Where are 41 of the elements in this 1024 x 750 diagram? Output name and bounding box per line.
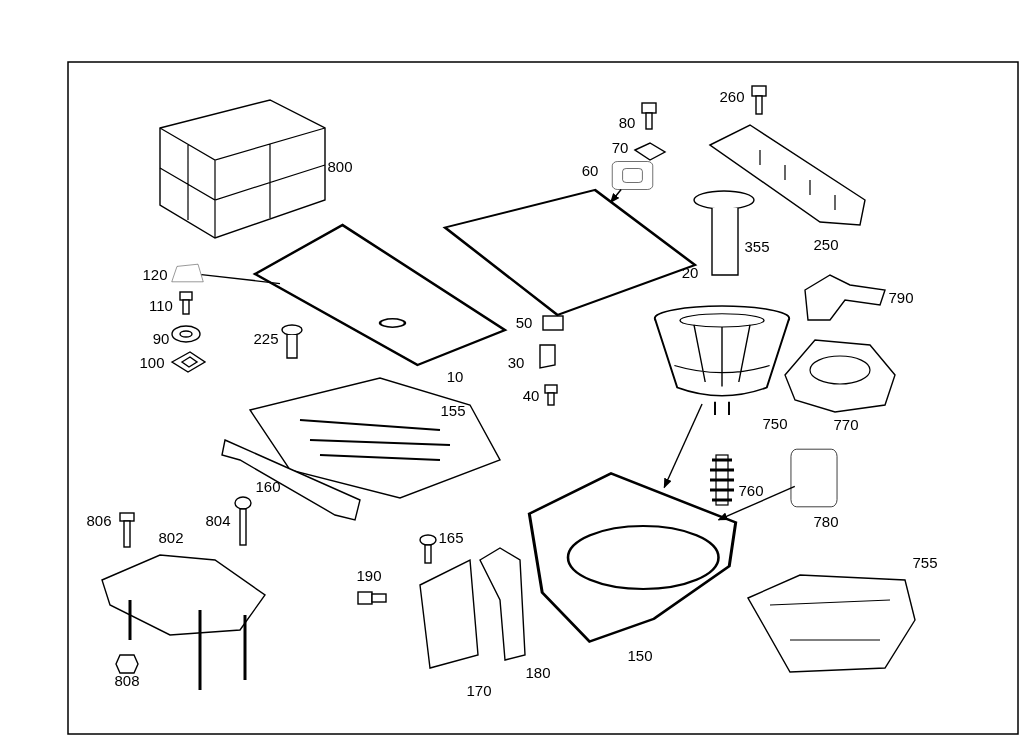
callout-number: 110 bbox=[149, 296, 173, 314]
callout-number: 260 bbox=[719, 87, 745, 105]
callout-number: 780 bbox=[813, 512, 839, 530]
callout-number: 80 bbox=[618, 113, 636, 131]
callout-number: 160 bbox=[255, 477, 281, 495]
connector-line bbox=[200, 273, 281, 285]
callout-number: 790 bbox=[888, 288, 914, 306]
cover-clip-drawing bbox=[170, 262, 205, 284]
wheel-well-insert-drawing bbox=[652, 305, 792, 415]
callout-number: 808 bbox=[114, 671, 140, 689]
callout-number: 770 bbox=[833, 415, 859, 433]
callout-number: 180 bbox=[525, 663, 551, 681]
arrow bbox=[609, 188, 622, 204]
callout-number: 804 bbox=[205, 511, 231, 529]
callout-number: 755 bbox=[912, 553, 938, 571]
callout-number: 165 bbox=[438, 528, 464, 546]
callout-number: 190 bbox=[356, 566, 382, 584]
callout-number: 10 bbox=[446, 367, 464, 385]
callout-number: 802 bbox=[158, 528, 184, 546]
callout-number: 155 bbox=[440, 401, 466, 419]
load-floor-panel-drawing bbox=[255, 225, 505, 365]
callout-number: 150 bbox=[627, 646, 653, 664]
callout-number: 100 bbox=[139, 353, 165, 371]
callout-number: 60 bbox=[581, 161, 599, 179]
arrow bbox=[717, 485, 796, 521]
arrow bbox=[663, 403, 703, 489]
callout-number: 760 bbox=[738, 481, 764, 499]
callout-number: 355 bbox=[744, 237, 770, 255]
callout-number: 120 bbox=[142, 265, 168, 283]
callout-number: 806 bbox=[86, 511, 112, 529]
callout-number: 225 bbox=[253, 329, 279, 347]
callout-number: 90 bbox=[152, 329, 170, 347]
foam-block-drawing bbox=[790, 448, 838, 508]
callout-number: 750 bbox=[762, 414, 788, 432]
callout-number: 70 bbox=[611, 138, 629, 156]
callout-number: 40 bbox=[522, 386, 540, 404]
callout-number: 30 bbox=[507, 353, 525, 371]
callout-number: 170 bbox=[466, 681, 492, 699]
callout-number: 50 bbox=[515, 313, 533, 331]
callout-number: 800 bbox=[327, 157, 353, 175]
callout-number: 250 bbox=[813, 235, 839, 253]
